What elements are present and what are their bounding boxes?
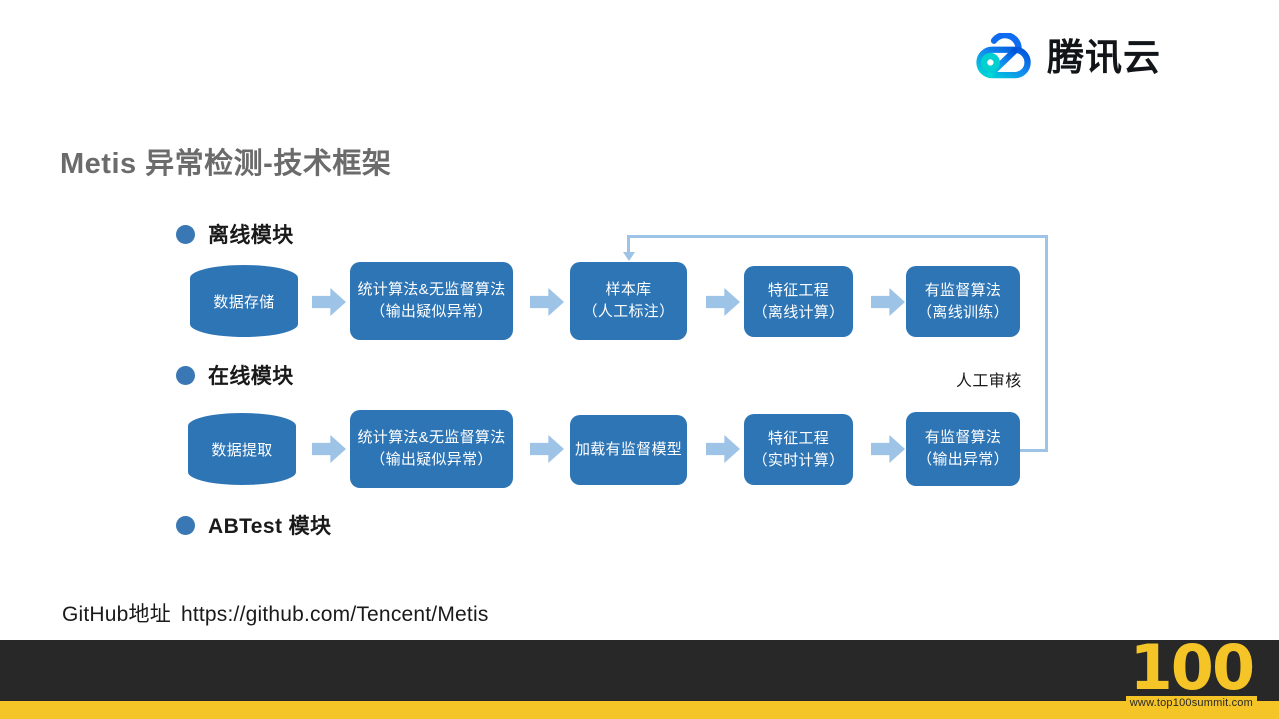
arrow-online-3 [706,435,740,463]
node-label-line1: 样本库 [605,281,652,299]
feedback-arrowhead-icon [623,252,635,261]
node-label-line1: 统计算法&无监督算法 [357,281,506,299]
node-label: 数据存储 [213,293,275,311]
node-data-extract: 数据提取 [188,413,296,485]
node-online-supervised-algo: 有监督算法 （输出异常） [906,412,1020,486]
github-url[interactable]: https://github.com/Tencent/Metis [180,603,489,626]
section-label-offline: 离线模块 [208,224,294,247]
bullet-dot-icon [176,224,195,244]
node-label-line1: 有监督算法 [924,281,1002,299]
github-label: GitHub地址 [62,603,171,626]
node-label-line1: 有监督算法 [924,429,1002,447]
tencent-cloud-wordmark: 腾讯云 [1047,35,1161,79]
node-label-line2: （输出疑似异常） [370,451,493,468]
section-header-offline: 离线模块 [176,219,294,249]
footer-bar [0,640,1279,701]
section-header-abtest: ABTest 模块 [176,510,331,540]
node-offline-supervised-algo: 有监督算法 （离线训练） [906,266,1020,337]
node-online-stat-algo: 统计算法&无监督算法 （输出疑似异常） [350,410,513,488]
feedback-line-top [628,235,1048,238]
arrow-offline-1 [312,288,346,316]
github-address-line: GitHub地址 https://github.com/Tencent/Metis [62,598,489,628]
node-label-line2: （实时计算） [752,451,845,469]
footer-site-url: www.top100summit.com [1125,695,1257,710]
tencent-cloud-icon [975,31,1033,81]
node-sample-library: 样本库 （人工标注） [570,262,687,340]
bullet-dot-icon [176,365,195,385]
section-label-online: 在线模块 [208,365,294,388]
node-label-line1: 特征工程 [767,281,830,299]
footer-accent-bar [0,701,1279,719]
page-title: Metis 异常检测-技术框架 [60,148,392,180]
node-data-storage: 数据存储 [190,265,298,337]
arrow-offline-2 [530,288,564,316]
node-load-supervised-model: 加载有监督模型 [570,415,687,485]
section-header-online: 在线模块 [176,360,294,390]
node-label-line2: （离线训练） [917,303,1009,321]
feedback-line-down [627,235,630,255]
node-label-line2: （输出异常） [917,451,1009,468]
section-label-abtest: ABTest 模块 [208,515,332,538]
arrow-offline-4 [871,288,905,316]
bullet-dot-icon [176,515,195,535]
node-label-line2: （人工标注） [582,303,675,320]
tencent-cloud-logo: 腾讯云 [975,31,1161,81]
node-label-line1: 特征工程 [767,429,830,447]
arrow-offline-3 [706,288,740,316]
node-label-line1: 加载有监督模型 [574,441,683,459]
node-offline-feature-engineering: 特征工程 （离线计算） [744,266,853,337]
arrow-online-2 [530,435,564,463]
arrow-online-1 [312,435,346,463]
footer-logo-number: 100 [1129,631,1255,704]
feedback-label-manual-review: 人工审核 [956,373,1022,390]
top100-summit-logo: 100 www.top100summit.com [1125,631,1257,710]
node-label-line2: （离线计算） [752,303,845,321]
feedback-line-right [1045,235,1048,451]
node-label-line1: 统计算法&无监督算法 [357,429,506,447]
node-label: 数据提取 [211,441,273,459]
node-label-line2: （输出疑似异常） [370,303,493,320]
feedback-line-bottom [1019,449,1048,452]
node-offline-stat-algo: 统计算法&无监督算法 （输出疑似异常） [350,262,513,340]
node-online-feature-engineering: 特征工程 （实时计算） [744,414,853,485]
arrow-online-4 [871,435,905,463]
